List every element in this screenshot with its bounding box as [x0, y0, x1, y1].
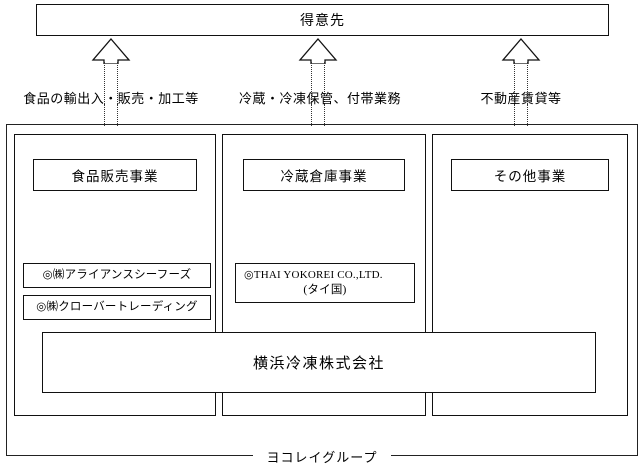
segment-header-other: その他事業	[451, 159, 609, 191]
group-label-text: ヨコレイグループ	[252, 446, 392, 466]
group-label: ヨコレイグループ	[0, 444, 644, 468]
customer-box-label: 得意先	[300, 14, 345, 29]
flow-arrow-2-stem	[311, 62, 325, 108]
flow-arrow-3-stem	[514, 62, 528, 108]
subsidiary-label: ◎㈱アライアンスシーフーズ	[42, 269, 192, 282]
subsidiary-box-thai-yokorei: ◎THAI YOKOREI CO.,LTD. (タイ国)	[235, 263, 415, 303]
flow-label-3: 不動産賃貸等	[480, 91, 562, 106]
subsidiary-label: ◎THAI YOKOREI CO.,LTD.	[244, 268, 383, 281]
arrow-up-outline-icon	[298, 38, 338, 65]
flow-arrow-3-stem-lower	[514, 104, 528, 126]
flow-arrow-1-stem	[104, 62, 118, 108]
flow-label-2: 冷蔵・冷凍保管、付帯業務	[238, 91, 401, 106]
segment-header-cold-storage: 冷蔵倉庫事業	[243, 159, 405, 191]
flow-arrow-3	[501, 38, 541, 69]
subsidiary-box-alliance-seafoods: ◎㈱アライアンスシーフーズ	[23, 263, 211, 288]
flow-arrow-2	[298, 38, 338, 69]
parent-company-box: 横浜冷凍株式会社	[42, 332, 596, 393]
arrow-up-outline-icon	[91, 38, 131, 65]
subsidiary-country-label: (タイ国)	[303, 283, 347, 296]
subsidiary-box-clover-trading: ◎㈱クローバートレーディング	[23, 295, 211, 320]
customer-box: 得意先	[36, 4, 609, 36]
flow-arrow-1-stem-lower	[104, 104, 118, 126]
parent-company-label: 横浜冷凍株式会社	[252, 356, 385, 372]
flow-arrow-1	[91, 38, 131, 69]
subsidiary-label: ◎㈱クローバートレーディング	[36, 301, 198, 314]
flow-arrow-2-stem-lower	[311, 104, 325, 126]
arrow-up-outline-icon	[501, 38, 541, 65]
segment-header-food-sales: 食品販売事業	[33, 159, 197, 191]
flow-label-1: 食品の輸出入・販売・加工等	[23, 91, 199, 106]
